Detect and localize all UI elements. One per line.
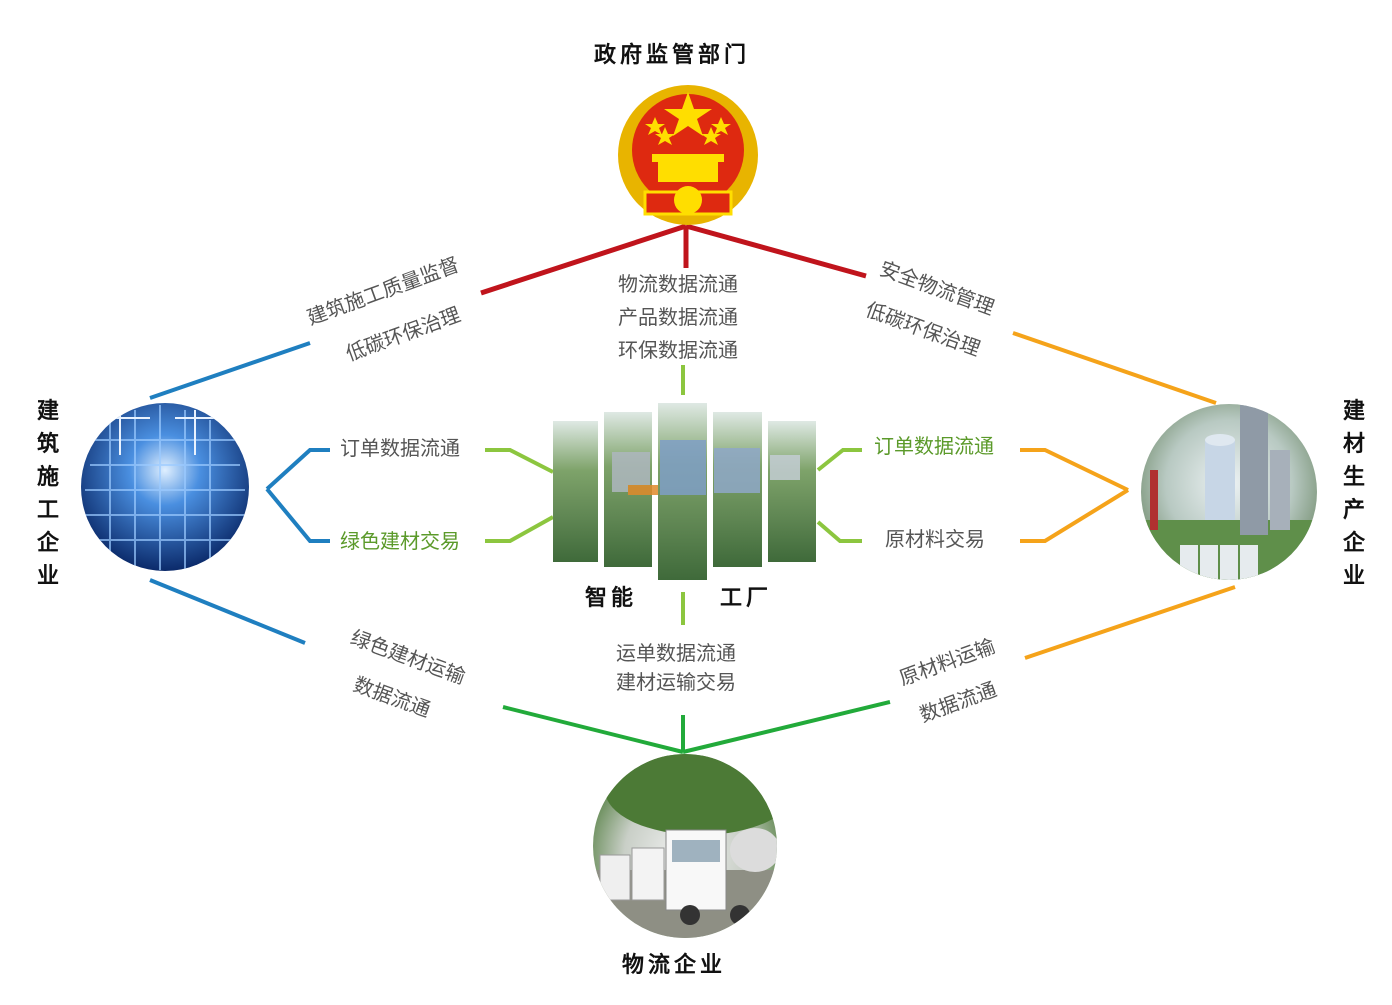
construction-factory-bottom: 绿色建材交易	[340, 529, 460, 553]
emblem-gate	[658, 160, 718, 182]
factory-title-left: 智能	[585, 586, 638, 611]
factory-materials-top: 订单数据流通	[874, 434, 994, 458]
emblem-big-star	[664, 92, 712, 136]
gov-factory-label-1: 物流数据流通	[618, 272, 738, 296]
gov-factory-label-3: 环保数据流通	[618, 338, 738, 362]
factory-left-lower	[485, 515, 554, 543]
factory-left-upper	[485, 448, 554, 474]
emblem-gate-roof	[652, 154, 724, 162]
construction-logistics-link	[149, 578, 306, 645]
logistics-links	[149, 578, 1236, 754]
construction-factory-links	[265, 448, 554, 543]
construction-gov-link	[149, 341, 311, 400]
factory-logistics-label-2: 建材运输交易	[616, 670, 736, 694]
construction-grid	[85, 405, 245, 570]
factory-materials-links	[816, 448, 1130, 543]
factory-right-upper	[816, 448, 862, 472]
materials-logistics-green	[682, 700, 891, 754]
factory-title-right: 工厂	[720, 586, 773, 611]
emblem-star-1	[645, 117, 665, 135]
factory-panel-1	[553, 421, 598, 562]
materials-bracket-lower	[1020, 488, 1130, 543]
construction-photo	[81, 403, 249, 571]
logistics-title: 物流企业	[622, 953, 727, 978]
national-emblem	[618, 85, 758, 225]
factory-image	[553, 403, 816, 580]
gov-construction-link	[480, 223, 687, 296]
construction-circle	[81, 403, 249, 571]
materials-gov-link	[1012, 331, 1217, 405]
government-title: 政府监管部门	[594, 43, 751, 68]
gov-materials-link	[685, 223, 867, 279]
gov-factory-label-2: 产品数据流通	[618, 305, 738, 329]
construction-bracket-lower	[265, 487, 330, 543]
materials-logistics-link	[1024, 585, 1236, 660]
factory-logistics-label-1: 运单数据流通	[616, 641, 736, 665]
emblem-star-2	[711, 117, 731, 135]
factory-right-lower	[816, 520, 862, 543]
logistics-photo	[593, 754, 777, 938]
gov-links	[480, 223, 867, 296]
emblem-gear	[674, 186, 702, 214]
construction-logistics-green	[502, 705, 684, 754]
construction-title: 建筑施工企业	[36, 399, 59, 589]
materials-bracket-upper	[1020, 448, 1129, 492]
emblem-star-3	[655, 127, 675, 145]
emblem-star-4	[701, 127, 721, 145]
factory-panel-5	[768, 421, 816, 562]
factory-materials-bottom: 原材料交易	[885, 527, 985, 551]
construction-bracket	[265, 448, 330, 491]
materials-photo	[1141, 404, 1317, 580]
construction-factory-top: 订单数据流通	[340, 436, 460, 460]
materials-title: 建材生产企业	[1342, 399, 1365, 589]
